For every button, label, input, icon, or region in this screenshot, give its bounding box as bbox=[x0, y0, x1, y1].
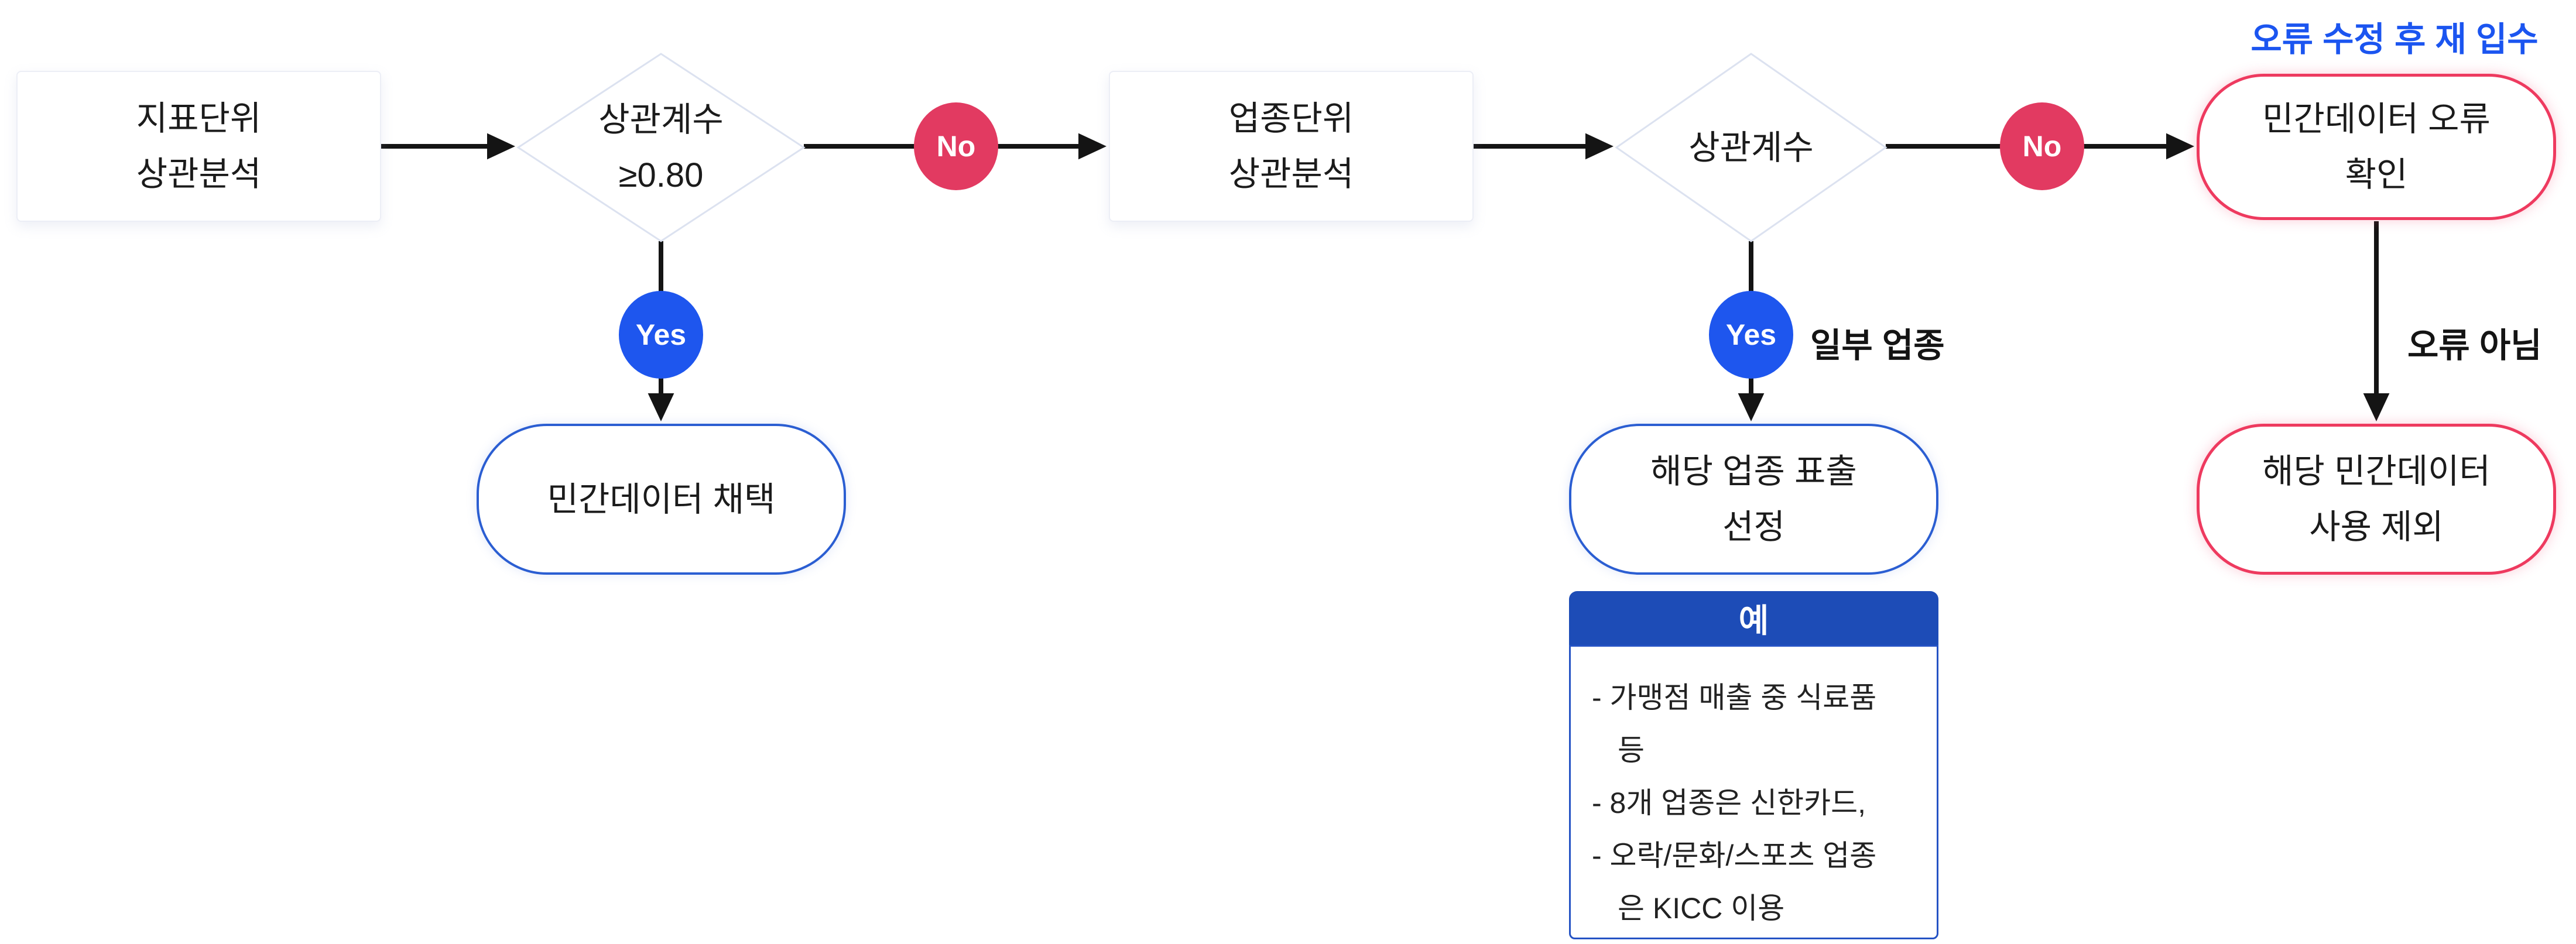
example-line: - 8개 업종은 신한카드, bbox=[1592, 787, 1866, 819]
yes-badge-decision1: Yes bbox=[619, 291, 703, 379]
yes-badge-decision2: Yes bbox=[1709, 291, 1793, 379]
example-line: 등 bbox=[1618, 734, 1645, 767]
decision-coefficient-threshold-label: 상관계수 ≥0.80 bbox=[598, 101, 724, 194]
label-some-industries: 일부 업종 bbox=[1810, 327, 1945, 365]
label-not-an-error: 오류 아님 bbox=[2407, 327, 2542, 365]
example-line: 은 KICC 이용 bbox=[1618, 892, 1785, 925]
example-line: - 가맹점 매출 중 식료품 bbox=[1592, 681, 1877, 714]
decision2-diamond-shape bbox=[1615, 53, 1888, 242]
decision-coefficient-label: 상관계수 bbox=[1688, 128, 1814, 167]
terminal-select-industry-display: 해당 업종 표출 선정 bbox=[1569, 424, 1938, 575]
example-callout-body: - 가맹점 매출 중 식료품 등 - 8개 업종은 신한카드, - 오락/문화/… bbox=[1569, 645, 1938, 939]
no-badge-decision1: No bbox=[914, 102, 998, 190]
label-reacquire-after-fix: 오류 수정 후 재 입수 bbox=[2250, 20, 2539, 59]
process-industry-correlation-analysis: 업종단위 상관분석 bbox=[1109, 71, 1474, 222]
terminal-private-data-error-check: 민간데이터 오류 확인 bbox=[2197, 74, 2556, 220]
terminal-adopt-private-data: 민간데이터 채택 bbox=[477, 424, 846, 575]
decision1-diamond-shape bbox=[516, 53, 806, 242]
example-line: - 오락/문화/스포츠 업종 bbox=[1592, 839, 1877, 872]
no-badge-decision2: No bbox=[2000, 102, 2084, 190]
process-indicator-correlation-analysis: 지표단위 상관분석 bbox=[16, 71, 381, 222]
terminal-exclude-private-data: 해당 민간데이터 사용 제외 bbox=[2197, 424, 2556, 575]
example-callout-header: 예 bbox=[1569, 591, 1938, 645]
